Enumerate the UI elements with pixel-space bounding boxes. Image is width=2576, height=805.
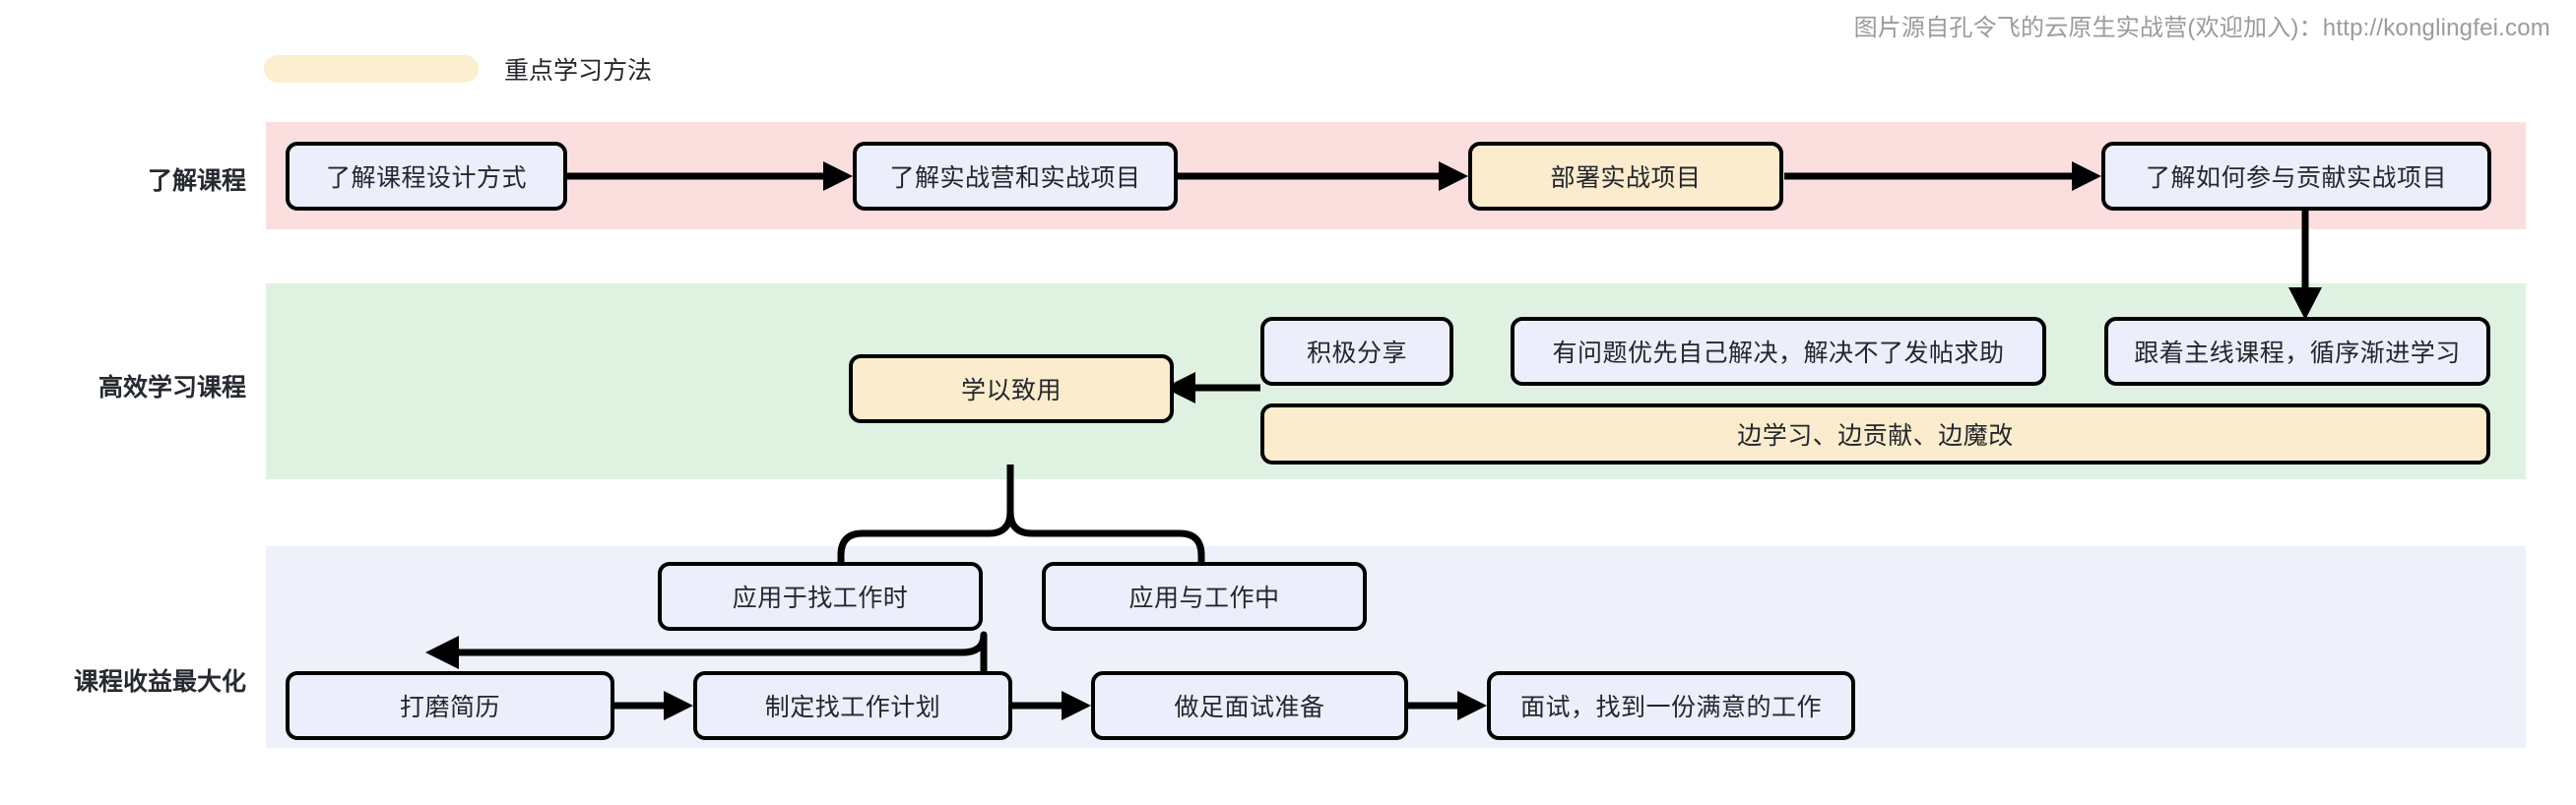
legend: 重点学习方法 bbox=[264, 51, 652, 87]
node-polish-resume[interactable]: 打磨简历 bbox=[286, 671, 614, 740]
node-get-satisfying-job[interactable]: 面试，找到一份满意的工作 bbox=[1487, 671, 1855, 740]
node-interview-prep[interactable]: 做足面试准备 bbox=[1091, 671, 1408, 740]
node-apply-at-work[interactable]: 应用与工作中 bbox=[1042, 562, 1367, 631]
row-label-efficient-study: 高效学习课程 bbox=[97, 374, 246, 402]
legend-label: 重点学习方法 bbox=[504, 57, 653, 85]
node-understand-course-design[interactable]: 了解课程设计方式 bbox=[286, 142, 567, 211]
node-contribute-project[interactable]: 了解如何参与贡献实战项目 bbox=[2101, 142, 2491, 211]
node-share-actively[interactable]: 积极分享 bbox=[1260, 317, 1453, 386]
row-label-maximize-benefit: 课程收益最大化 bbox=[73, 668, 246, 696]
node-learn-contribute-modify[interactable]: 边学习、边贡献、边魔改 bbox=[1260, 403, 2490, 464]
node-apply-job-hunting[interactable]: 应用于找工作时 bbox=[658, 562, 983, 631]
node-solve-then-ask[interactable]: 有问题优先自己解决，解决不了发帖求助 bbox=[1511, 317, 2046, 386]
node-apply-what-you-learn[interactable]: 学以致用 bbox=[849, 354, 1174, 423]
node-understand-camp-projects[interactable]: 了解实战营和实战项目 bbox=[853, 142, 1178, 211]
node-deploy-project[interactable]: 部署实战项目 bbox=[1468, 142, 1783, 211]
node-job-search-plan[interactable]: 制定找工作计划 bbox=[693, 671, 1012, 740]
credit-text: 图片源自孔令飞的云原生实战营(欢迎加入)：http://konglingfei.… bbox=[1853, 15, 2550, 41]
row-label-understand-course: 了解课程 bbox=[147, 167, 246, 195]
legend-swatch-highlight bbox=[264, 55, 479, 83]
node-follow-main-course[interactable]: 跟着主线课程，循序渐进学习 bbox=[2104, 317, 2490, 386]
